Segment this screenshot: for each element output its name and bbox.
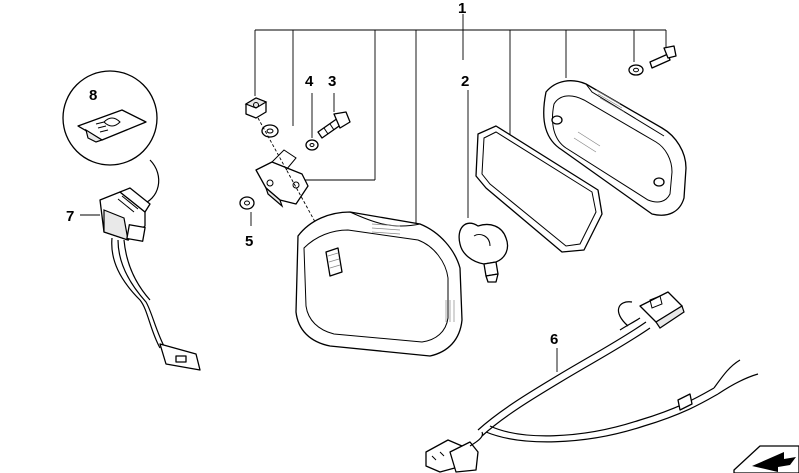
callout-7: 7 bbox=[66, 208, 74, 225]
cover-screw bbox=[649, 45, 677, 69]
mounting-bracket bbox=[255, 149, 309, 208]
callout-1-leader bbox=[254, 14, 667, 225]
headlight-symbol-icon bbox=[95, 117, 121, 133]
callout-3: 3 bbox=[328, 73, 336, 90]
callout-2: 2 bbox=[461, 73, 469, 90]
callout-4: 4 bbox=[305, 73, 314, 90]
wire-harness-6 bbox=[425, 291, 759, 473]
callout-8: 8 bbox=[89, 87, 97, 104]
bolt-3 bbox=[317, 111, 351, 139]
switch-symbol-inset bbox=[62, 70, 158, 166]
callout-1: 1 bbox=[458, 0, 466, 17]
gasket bbox=[475, 125, 603, 253]
cover-washer bbox=[628, 64, 644, 76]
bulb bbox=[458, 222, 509, 283]
lamp-cover bbox=[543, 80, 687, 216]
lamp-housing bbox=[295, 211, 463, 357]
hex-nut bbox=[244, 97, 268, 119]
callout-5: 5 bbox=[245, 233, 253, 250]
next-page-arrow-icon[interactable] bbox=[733, 445, 799, 473]
washer bbox=[261, 124, 279, 138]
small-nut-5 bbox=[239, 196, 255, 210]
washer-4 bbox=[305, 139, 319, 151]
switch-with-harness bbox=[99, 159, 201, 371]
callout-6: 6 bbox=[550, 331, 558, 348]
